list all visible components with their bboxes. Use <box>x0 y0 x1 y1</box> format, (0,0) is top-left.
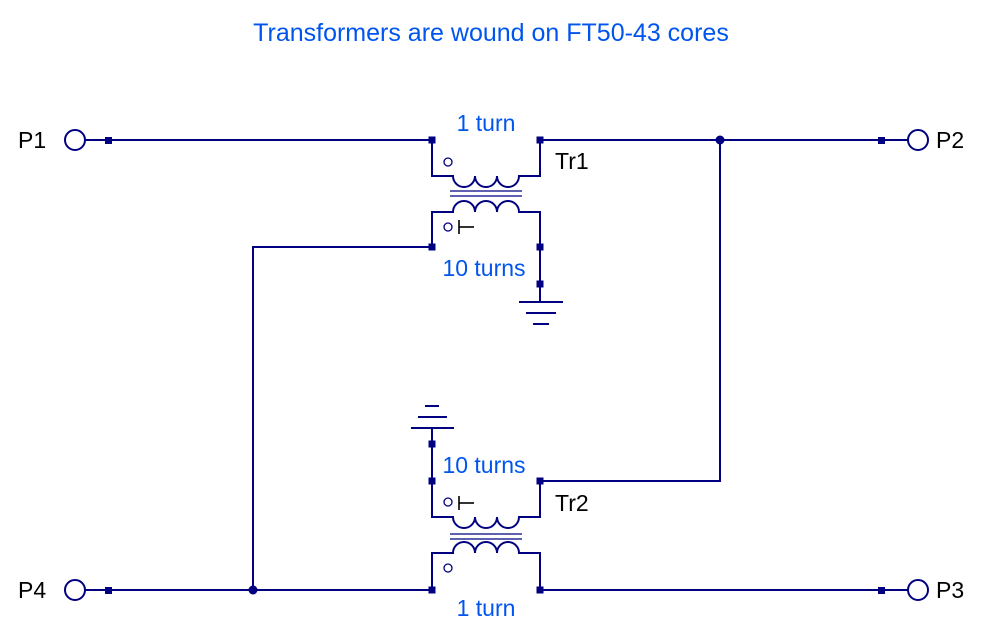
port-p1[interactable]: P1 <box>18 127 86 153</box>
tr2-secondary-dot <box>443 497 453 507</box>
pin-node <box>878 137 885 144</box>
tr1-secondary-coil <box>451 200 521 214</box>
port-p4-label: P4 <box>18 577 46 603</box>
pin-node <box>105 587 112 594</box>
pin-node <box>428 477 436 485</box>
wire-tr1-secondary-p4 <box>252 246 433 591</box>
pin-node <box>536 243 544 251</box>
transformer-tr2[interactable]: 10 turns Tr2 1 turn <box>428 427 589 621</box>
tr2-primary-coil <box>451 541 521 555</box>
tr1-primary-dot <box>443 157 453 167</box>
junction-dot <box>248 585 258 595</box>
tr2-secondary-coil <box>451 515 521 529</box>
port-p3-terminal[interactable] <box>907 579 929 601</box>
port-p4-terminal[interactable] <box>64 579 86 601</box>
tr1-secondary-leads <box>431 211 541 302</box>
tr2-label: Tr2 <box>555 490 589 516</box>
port-p4[interactable]: P4 <box>18 577 86 603</box>
tr2-secondary-leads <box>431 427 541 518</box>
ground-tr2 <box>411 405 454 429</box>
port-p2-label: P2 <box>936 127 964 153</box>
pin-node <box>105 137 112 144</box>
tr1-primary-coil <box>451 174 521 188</box>
port-p2[interactable]: P2 <box>907 127 964 153</box>
pin-node <box>536 477 544 485</box>
tr2-primary-dot <box>443 563 453 573</box>
tr1-primary-leads <box>431 139 541 177</box>
diagram-title: Transformers are wound on FT50-43 cores <box>253 19 729 47</box>
port-p2-terminal[interactable] <box>907 129 929 151</box>
tr2-primary-leads <box>431 552 541 591</box>
tr1-primary-label: 1 turn <box>457 110 516 136</box>
port-p1-terminal[interactable] <box>64 129 86 151</box>
pin-node <box>428 136 436 144</box>
tr1-secondary-dot <box>443 222 453 232</box>
transformer-tr1[interactable]: 1 turn Tr1 10 turns <box>428 110 589 302</box>
port-p3-label: P3 <box>936 577 964 603</box>
port-p1-label: P1 <box>18 127 46 153</box>
port-p3[interactable]: P3 <box>907 577 964 603</box>
pin-node <box>536 280 544 288</box>
pin-node <box>428 440 436 448</box>
pin-node <box>536 136 544 144</box>
tr2-secondary-label: 10 turns <box>442 452 525 478</box>
pin-node <box>878 587 885 594</box>
tr1-label: Tr1 <box>555 148 589 174</box>
tr2-primary-label: 1 turn <box>457 595 516 621</box>
ground-tr1 <box>519 301 563 325</box>
tr1-secondary-label: 10 turns <box>442 255 525 281</box>
